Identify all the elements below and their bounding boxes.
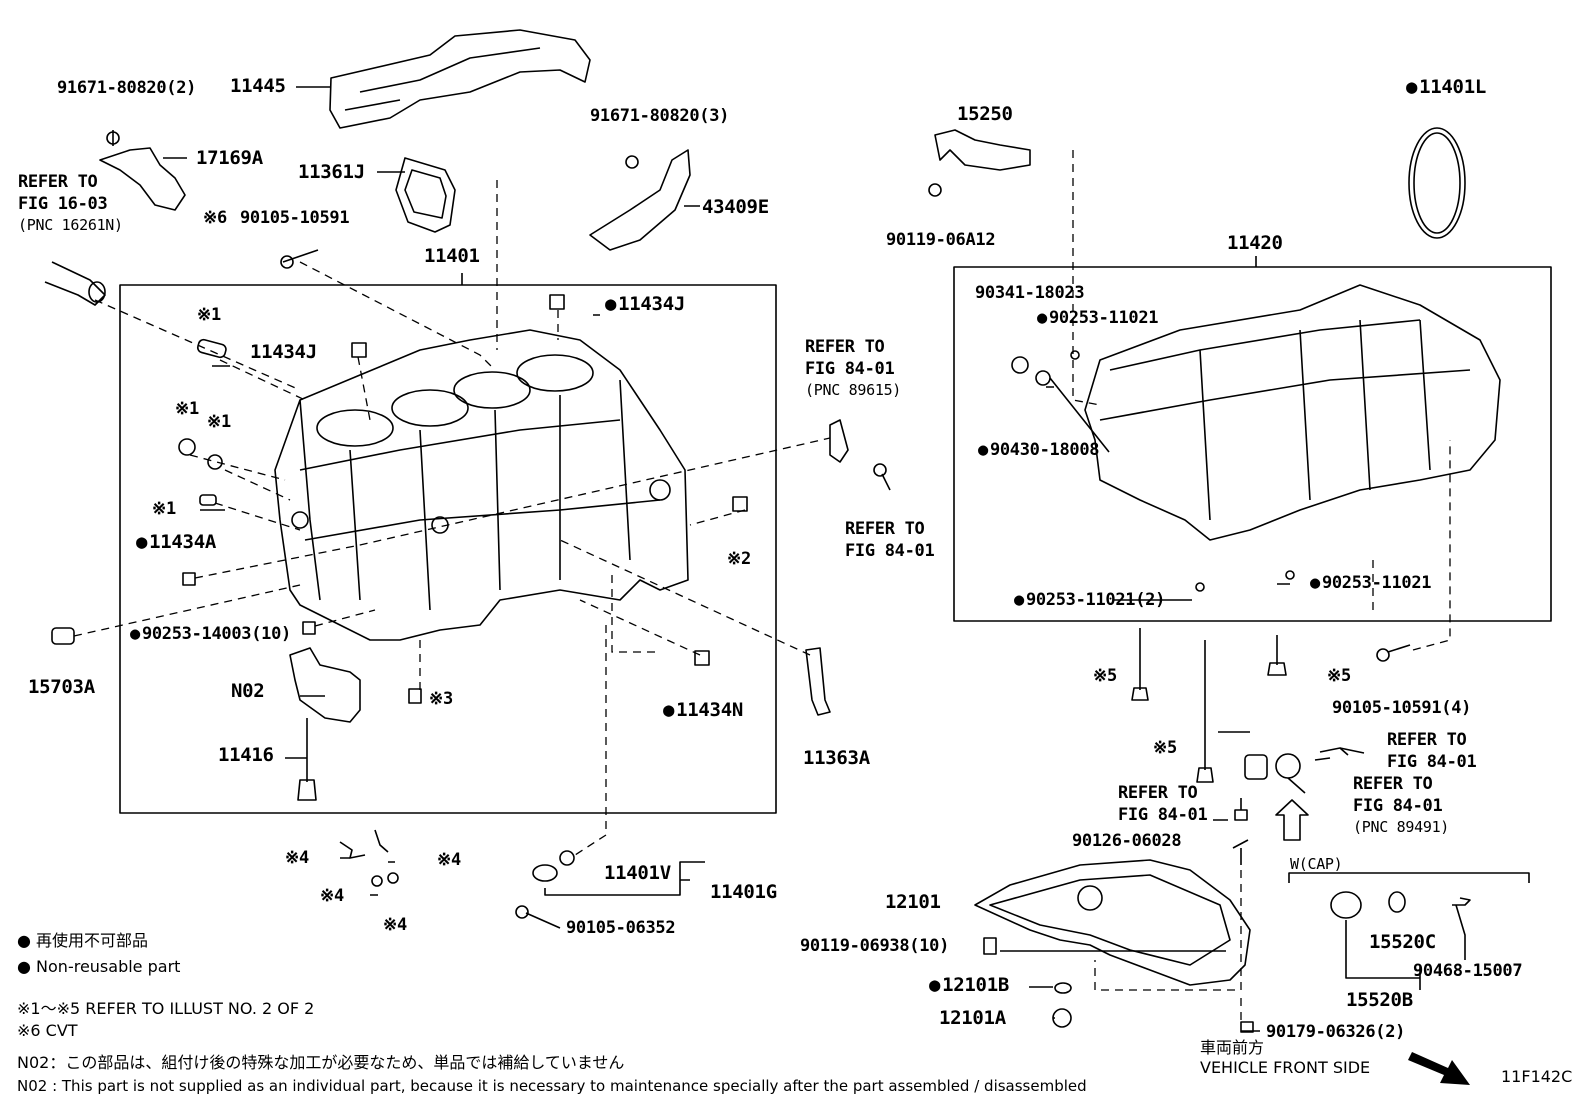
label-12101b[interactable]: 12101B — [929, 976, 1009, 995]
label-11401v[interactable]: 11401V — [604, 862, 671, 884]
refer-fig-84-01-c-line1[interactable]: REFER TO — [1118, 783, 1198, 803]
vehicle-front-en: VEHICLE FRONT SIDE — [1200, 1058, 1371, 1077]
label-90105-10591[interactable]: 90105-10591 — [240, 208, 350, 228]
refer-fig-84-01-89491-line1[interactable]: REFER TO — [1353, 774, 1433, 794]
legend-cvt: ※6 CVT — [17, 1021, 78, 1040]
bearing-cap-n02 — [289, 647, 361, 723]
label-x6: ※6 — [203, 208, 227, 228]
label-11434n[interactable]: 11434N — [663, 701, 743, 720]
refer-fig-84-01-b-line1[interactable]: REFER TO — [1387, 730, 1467, 750]
legend-n02-jp: N02：この部品は、組付け後の特殊な加工が必要なため、単品では補給していません — [17, 1053, 625, 1072]
label-11363a[interactable]: 11363A — [803, 747, 870, 769]
label-11434a[interactable]: 11434A — [136, 533, 216, 552]
label-90253-11021-2[interactable]: 90253-11021(2) — [1014, 592, 1165, 609]
refer-fig-84-01-89615-line2[interactable]: FIG 84-01 — [805, 359, 895, 379]
diagram-id: 11F142C — [1501, 1067, 1573, 1086]
label-17169a[interactable]: 17169A — [196, 147, 263, 169]
label-11401g[interactable]: 11401G — [710, 881, 777, 903]
label-11401l[interactable]: 11401L — [1406, 78, 1486, 97]
label-x4-b: ※4 — [437, 850, 461, 870]
label-11445[interactable]: 11445 — [230, 75, 286, 97]
oil-pan-upper-frame — [953, 266, 1552, 622]
label-x4-c: ※4 — [320, 886, 344, 906]
oil-pan-upper-11420 — [1084, 284, 1501, 541]
label-11420[interactable]: 11420 — [1227, 232, 1283, 254]
refer-fig-84-01-a-line2[interactable]: FIG 84-01 — [845, 541, 935, 561]
refer-fig-16-03-line3: (PNC 16261N) — [18, 216, 123, 234]
label-90179-06326[interactable]: 90179-06326(2) — [1266, 1022, 1406, 1042]
vehicle-front-arrow — [1408, 1052, 1470, 1085]
refer-fig-84-01-89491-line3: (PNC 89491) — [1353, 818, 1450, 836]
legend-ref-range: ※1～※5 REFER TO ILLUST NO. 2 OF 2 — [17, 999, 315, 1018]
label-x4-d: ※4 — [383, 915, 407, 935]
label-x5-b: ※5 — [1327, 666, 1351, 686]
label-91671-80820-3[interactable]: 91671-80820(3) — [590, 106, 730, 126]
seal-11401l — [1408, 127, 1466, 239]
refer-fig-84-01-c-line2[interactable]: FIG 84-01 — [1118, 805, 1208, 825]
label-n02[interactable]: N02 — [231, 680, 265, 702]
label-x1-a: ※1 — [197, 305, 221, 325]
label-90341-18023[interactable]: 90341-18023 — [975, 283, 1085, 303]
label-90105-10591-4[interactable]: 90105-10591(4) — [1332, 698, 1472, 718]
ocv-15250 — [934, 129, 1031, 171]
refer-fig-16-03-line2[interactable]: FIG 16-03 — [18, 194, 108, 214]
label-12101a[interactable]: 12101A — [939, 1007, 1006, 1029]
legend-en-nonreusable: ● Non-reusable part — [17, 957, 181, 976]
label-15520c[interactable]: 15520C — [1369, 931, 1436, 953]
label-90253-14003[interactable]: 90253-14003(10) — [130, 626, 291, 643]
label-11361j[interactable]: 11361J — [298, 161, 365, 183]
gasket-11361j — [395, 157, 456, 233]
bracket-43409e — [589, 149, 691, 251]
label-x3: ※3 — [429, 689, 453, 709]
refer-fig-84-01-b-line2[interactable]: FIG 84-01 — [1387, 752, 1477, 772]
label-90253-11021-b[interactable]: 90253-11021 — [1310, 575, 1432, 592]
vehicle-front-jp: 車両前方 — [1200, 1038, 1265, 1057]
refer-fig-84-01-89615-line3: (PNC 89615) — [805, 381, 902, 399]
label-x2: ※2 — [727, 549, 751, 569]
tube-11363a — [805, 647, 831, 716]
label-90430-18008[interactable]: 90430-18008 — [978, 442, 1100, 459]
label-x1-b: ※1 — [175, 399, 199, 419]
label-x5-a: ※5 — [1093, 666, 1117, 686]
label-90105-06352[interactable]: 90105-06352 — [566, 918, 676, 938]
cylinder-block — [274, 329, 689, 641]
label-15520b[interactable]: 15520B — [1346, 989, 1413, 1011]
refer-fig-84-01-89615-line1[interactable]: REFER TO — [805, 337, 885, 357]
label-x4-a: ※4 — [285, 848, 309, 868]
label-12101[interactable]: 12101 — [885, 891, 941, 913]
oil-pan-12101 — [974, 859, 1251, 986]
label-wcap: W(CAP) — [1290, 855, 1343, 873]
label-43409e[interactable]: 43409E — [702, 196, 769, 218]
cylinder-block-frame — [119, 284, 777, 814]
refer-fig-84-01-89491-line2[interactable]: FIG 84-01 — [1353, 796, 1443, 816]
legend-jp-nonreusable: ● 再使用不可部品 — [17, 931, 149, 950]
label-15250[interactable]: 15250 — [957, 103, 1013, 125]
label-11401[interactable]: 11401 — [424, 245, 480, 267]
refer-fig-16-03-line1[interactable]: REFER TO — [18, 172, 98, 192]
legend-n02-en: N02 : This part is not supplied as an in… — [17, 1077, 1087, 1095]
refer-fig-84-01-a-line1[interactable]: REFER TO — [845, 519, 925, 539]
label-90253-11021-a[interactable]: 90253-11021 — [1037, 310, 1159, 327]
label-90126-06028[interactable]: 90126-06028 — [1072, 831, 1182, 851]
label-11416[interactable]: 11416 — [218, 744, 274, 766]
label-90119-06938[interactable]: 90119-06938(10) — [800, 936, 950, 956]
bracket-17169a — [99, 147, 186, 211]
label-11434j-top[interactable]: 11434J — [605, 295, 685, 314]
label-x5-c: ※5 — [1153, 738, 1177, 758]
label-11434j-left[interactable]: 11434J — [250, 341, 317, 363]
label-91671-80820-2[interactable]: 91671-80820(2) — [57, 78, 197, 98]
cover-11445 — [329, 29, 591, 129]
label-x1-c: ※1 — [207, 412, 231, 432]
label-90468-15007[interactable]: 90468-15007 — [1413, 961, 1523, 981]
label-15703a[interactable]: 15703A — [28, 676, 95, 698]
label-x1-d: ※1 — [152, 499, 176, 519]
label-90119-06a12[interactable]: 90119-06A12 — [886, 230, 996, 250]
